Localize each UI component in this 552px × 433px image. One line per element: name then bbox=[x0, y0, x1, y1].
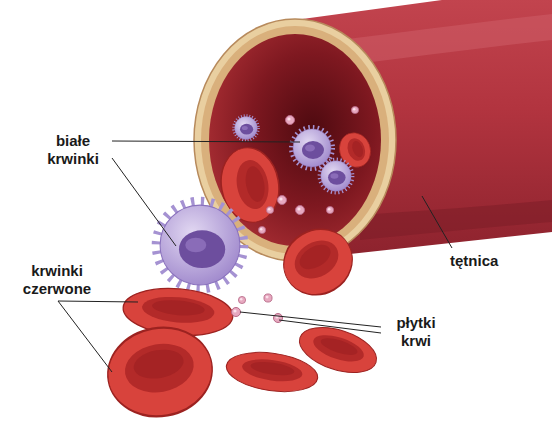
artery-lumen bbox=[209, 34, 381, 246]
platelet bbox=[266, 206, 273, 213]
lumen-contents bbox=[215, 106, 375, 233]
leader-line bbox=[58, 301, 138, 302]
platelet bbox=[274, 314, 283, 323]
part-label: płytki krwi bbox=[385, 314, 447, 350]
platelet bbox=[351, 106, 358, 113]
white-cell bbox=[234, 116, 258, 140]
white-cell bbox=[320, 160, 352, 192]
part-label: białe krwinki bbox=[38, 132, 108, 168]
red-cell bbox=[101, 320, 220, 425]
platelet bbox=[286, 116, 295, 125]
platelet bbox=[296, 206, 305, 215]
red-cell bbox=[224, 347, 320, 397]
leader-line bbox=[112, 141, 300, 142]
artery-highlight bbox=[340, 14, 552, 66]
platelet bbox=[326, 206, 333, 213]
leader-line bbox=[58, 301, 112, 372]
part-label: krwinki czerwone bbox=[10, 262, 104, 298]
leader-line bbox=[112, 158, 176, 246]
leader-line bbox=[422, 196, 452, 248]
platelet bbox=[258, 226, 265, 233]
artery-shadow bbox=[360, 200, 552, 240]
platelet bbox=[232, 308, 241, 317]
platelet bbox=[238, 296, 245, 303]
leader-line bbox=[279, 320, 381, 333]
platelet bbox=[264, 294, 272, 302]
red-cell bbox=[294, 319, 382, 381]
platelet bbox=[278, 196, 287, 205]
red-cell bbox=[272, 217, 365, 307]
part-label: tętnica bbox=[450, 252, 498, 270]
leader-line bbox=[240, 312, 381, 327]
white-cell bbox=[158, 203, 242, 287]
leader-lines bbox=[58, 141, 452, 372]
